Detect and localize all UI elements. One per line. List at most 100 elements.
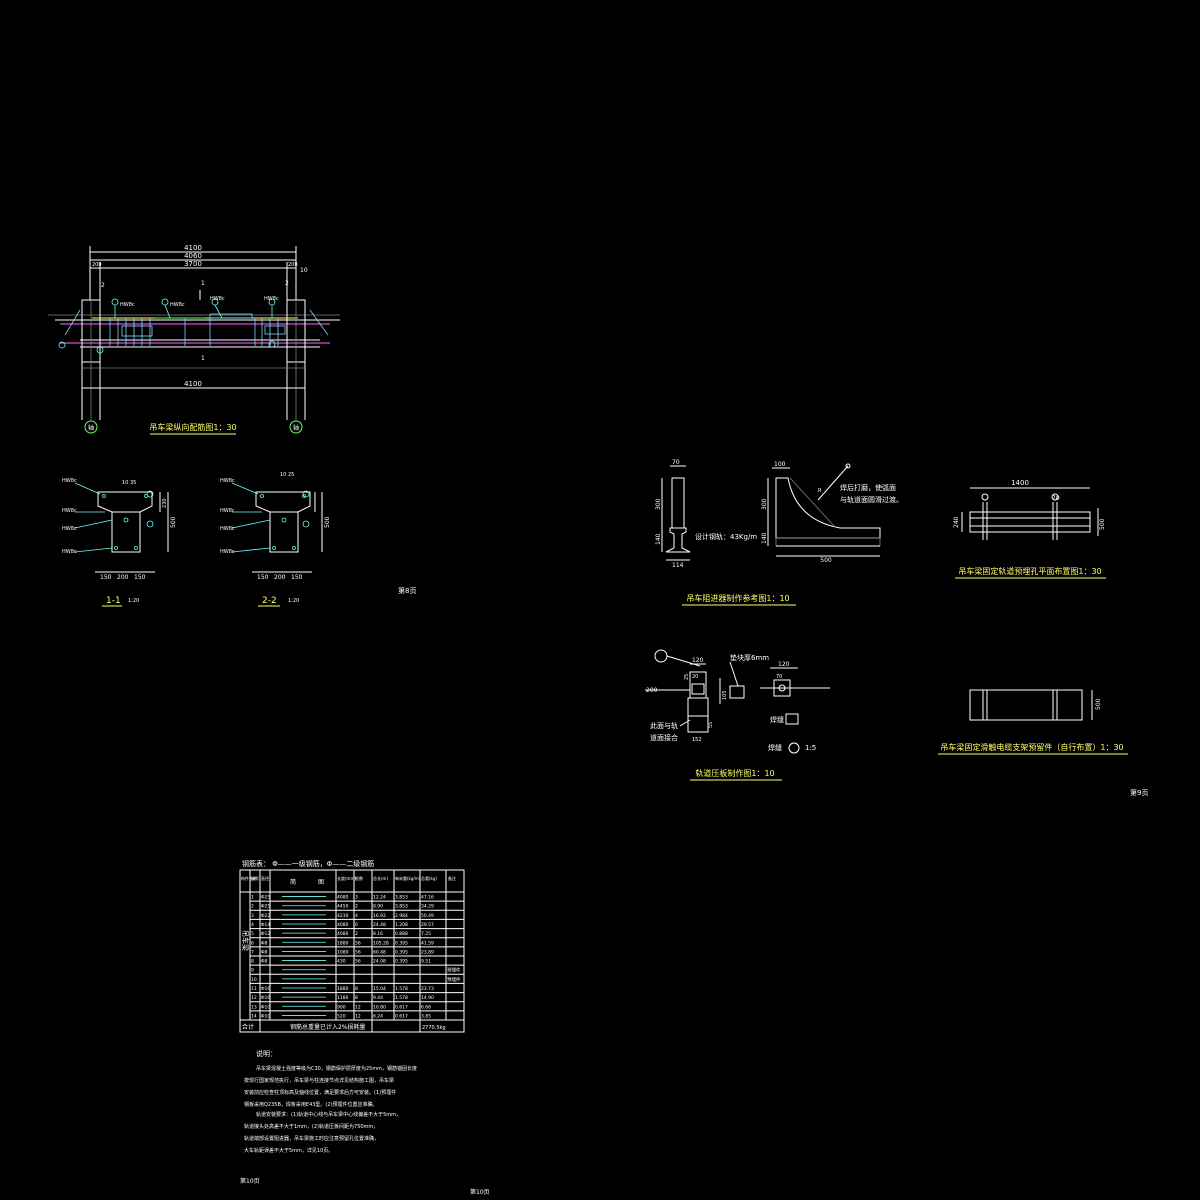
table-cell: 0.395 (395, 940, 408, 946)
table-cell: 900 (337, 1004, 346, 1010)
th-dia: 直径 (261, 875, 269, 881)
stop-dim-top2: 100 (774, 461, 786, 468)
section-1-dim-h: 500 (170, 516, 177, 528)
table-cell: Φ10 (261, 1004, 270, 1010)
th-remark: 备注 (448, 875, 456, 881)
th-shape-b: 图 (318, 879, 324, 886)
section-1-dim-b2: 200 (117, 574, 129, 581)
clamp-dim-70: 70 (776, 674, 782, 680)
table-cell: Φ8 (261, 949, 268, 955)
table-cell: 15.04 (373, 986, 386, 992)
section-mark-2-left: 2 (101, 282, 105, 289)
axis-label-right: 轴 (293, 424, 299, 432)
table-group-label: 吊车梁 (241, 930, 250, 951)
section-1-1: HW8c HW8c HW8c HW8c 10 35 500 230 150 20… (62, 478, 177, 607)
table-cell: Φ16 (261, 995, 270, 1001)
table-cell: 23.73 (421, 986, 434, 992)
stop-dim-h1: 300 (655, 498, 662, 510)
table-cell: 12.24 (373, 895, 386, 901)
section-2-dim-h: 500 (324, 516, 331, 528)
table-cell: 4080 (337, 895, 349, 901)
table-cell: 1.208 (395, 922, 408, 928)
table-cell: 6.66 (421, 1004, 431, 1010)
clamp-dim-55: 55 (708, 722, 714, 728)
bracket-dim-right: 500 (1095, 698, 1102, 710)
table-cell: 13 (251, 1004, 257, 1010)
table-cell: 12 (355, 1013, 361, 1019)
note-line-2: 按现行国家规范执行，吊车梁与柱连接节点详见结构施工图，吊车梁 (244, 1077, 394, 1084)
table-cell: 8.16 (373, 931, 383, 937)
table-cell: 8 (251, 959, 254, 965)
note-line-8: 大车轨距误差不大于5mm，详见10页。 (244, 1147, 333, 1154)
table-cell: 4 (355, 913, 358, 919)
table-cell: 2.984 (395, 913, 408, 919)
table-cell: 1.578 (395, 995, 408, 1001)
table-cell: Φ12 (261, 931, 270, 937)
dim-bottom: 4100 (184, 380, 202, 388)
clamp-dim-200: 200 (646, 687, 658, 694)
dim-overall: 4100 (184, 244, 202, 252)
table-cell: 6 (355, 922, 358, 928)
clamp-side-note-1: 此面与轨 (650, 721, 678, 730)
section-2-label-b: HW8c (220, 508, 235, 514)
section-mark-1-bottom: 1 (201, 355, 205, 362)
notes-block: 说明： 吊车梁混凝土强度等级为C30，钢筋保护层厚度为25mm，钢筋锚固长度 按… (244, 1049, 417, 1154)
table-cell: Φ16 (261, 986, 270, 992)
section-2-caption: 2-2 (262, 596, 277, 606)
clamp-weld-note2: 1:5 (805, 744, 816, 752)
clamp-dim-120a: 120 (692, 657, 704, 664)
table-cell: 3.853 (395, 904, 408, 910)
section-2-dim-b2: 200 (274, 574, 286, 581)
table-cell: 0.395 (395, 959, 408, 965)
table-cell: 24.08 (373, 959, 386, 965)
clamp-plan-dim-left: 240 (953, 516, 960, 528)
rail-clamp-plan-caption: 吊车梁固定轨道预埋孔平面布置图1：30 (958, 566, 1101, 576)
notes-title: 说明： (256, 1049, 277, 1058)
clamp-weld-label: 焊缝 (768, 743, 782, 752)
table-cell: 0.617 (395, 1013, 408, 1019)
table-cell: 9 (251, 968, 254, 974)
bar-label-2: HW8c (170, 302, 185, 308)
section-1-label-b: HW8c (62, 508, 77, 514)
table-cell: 7 (251, 949, 254, 955)
section-1-dim-b1: 150 (100, 574, 112, 581)
table-cell: 23.89 (421, 949, 434, 955)
clamp-dim-25: 25 (684, 674, 690, 680)
table-cell: Φ22 (261, 913, 270, 919)
table-cell: Φ8 (261, 940, 268, 946)
stop-dim-h2: 140 (655, 533, 662, 545)
table-cell: 105.28 (373, 940, 389, 946)
table-cell: 3 (251, 913, 254, 919)
section-1-label-c: HW8c (62, 526, 77, 532)
section-2-label-c: HW8c (220, 526, 235, 532)
rail-clamp-detail-view: 120 20 25 200 55 152 105 垫块厚6mm 120 70 焊… (645, 649, 830, 781)
stop-radius: R (818, 488, 822, 494)
table-cell: 4450 (337, 904, 349, 910)
section-1-label-a: HW8c (62, 478, 77, 484)
table-cell: 12 (355, 1004, 361, 1010)
section-1-dim-b3: 150 (134, 574, 146, 581)
clamp-dim-120b: 120 (778, 661, 790, 668)
table-cell: 56 (355, 940, 361, 946)
dim-inner: 3700 (184, 260, 202, 268)
section-2-dim-b3: 150 (291, 574, 303, 581)
note-line-1: 吊车梁混凝土强度等级为C30，钢筋保护层厚度为25mm，钢筋锚固长度 (256, 1065, 417, 1072)
clamp-plan-dim-top: 1400 (1011, 479, 1029, 487)
th-total-weight: 总重(kg) (421, 875, 437, 881)
section-1-dim-h2: 230 (162, 498, 168, 508)
stop-block-caption: 吊车阻进器制作参考图1：10 (686, 593, 789, 603)
table-cell: 0.888 (395, 931, 408, 937)
clamp-dim-105: 105 (722, 690, 728, 700)
page-9-label: 第9页 (1130, 788, 1148, 797)
stop-dim-len: 500 (820, 557, 832, 564)
section-2-2: HW8c HW8c HW8c HW8c 10 25 500 150 200 15… (220, 472, 331, 607)
rebar-schedule-table: 钢筋表： Φ——一级钢筋，Φ——二级钢筋 构件名称 编号 直径 简 图 长度(m… (239, 859, 465, 1033)
clamp-plate-note: 垫块厚6mm (730, 653, 769, 662)
table-cell: 0.617 (395, 1004, 408, 1010)
table-cell: 1180 (337, 995, 349, 1001)
clamp-dim-20: 20 (692, 674, 698, 680)
table-cell: 4080 (337, 922, 349, 928)
stop-dim-h3: 300 (761, 498, 768, 510)
table-cell: 3.853 (395, 895, 408, 901)
